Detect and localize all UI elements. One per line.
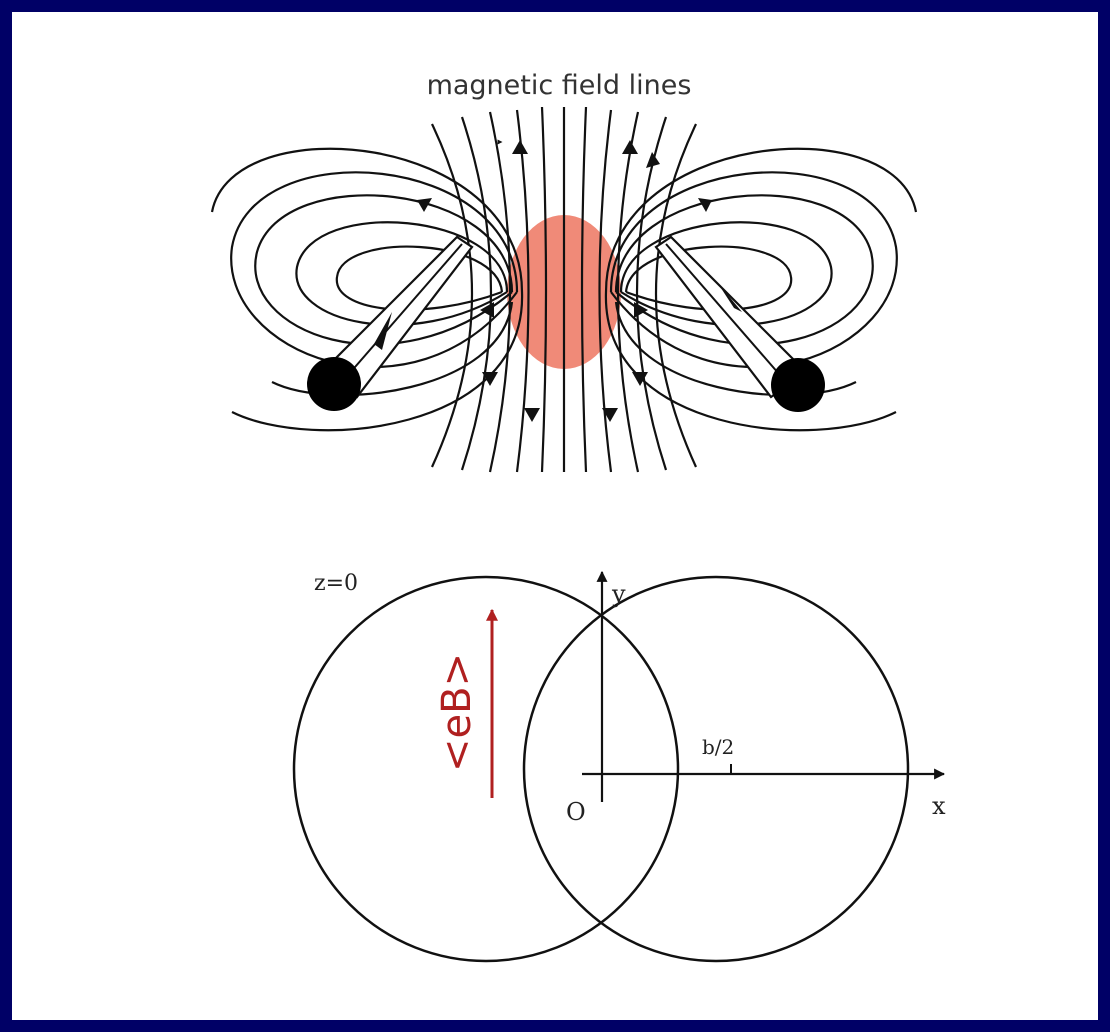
left-nucleus	[307, 235, 474, 411]
field-average-label: <eB>	[434, 653, 480, 772]
field-direction-arrows	[417, 140, 712, 422]
left-nucleus-circle	[292, 575, 680, 963]
b-half-label: b/2	[702, 735, 734, 759]
collision-geometry-figure: z=0 y x b/2 O <eB>	[292, 570, 946, 963]
right-nucleus	[654, 235, 825, 412]
origin-label: O	[566, 798, 586, 826]
field-lines-caption: magnetic field lines	[427, 70, 692, 101]
z-plane-label: z=0	[314, 571, 358, 596]
right-field-loops	[604, 147, 918, 432]
right-nucleus-circle	[522, 575, 910, 963]
left-field-loops	[210, 147, 524, 432]
figure-svg: magnetic field lines	[210, 70, 946, 963]
x-axis-label: x	[932, 792, 946, 820]
magnetic-field-figure: magnetic field lines	[210, 70, 918, 473]
slide-canvas: magnetic field lines	[12, 12, 1098, 1020]
y-axis-label: y	[611, 580, 626, 608]
